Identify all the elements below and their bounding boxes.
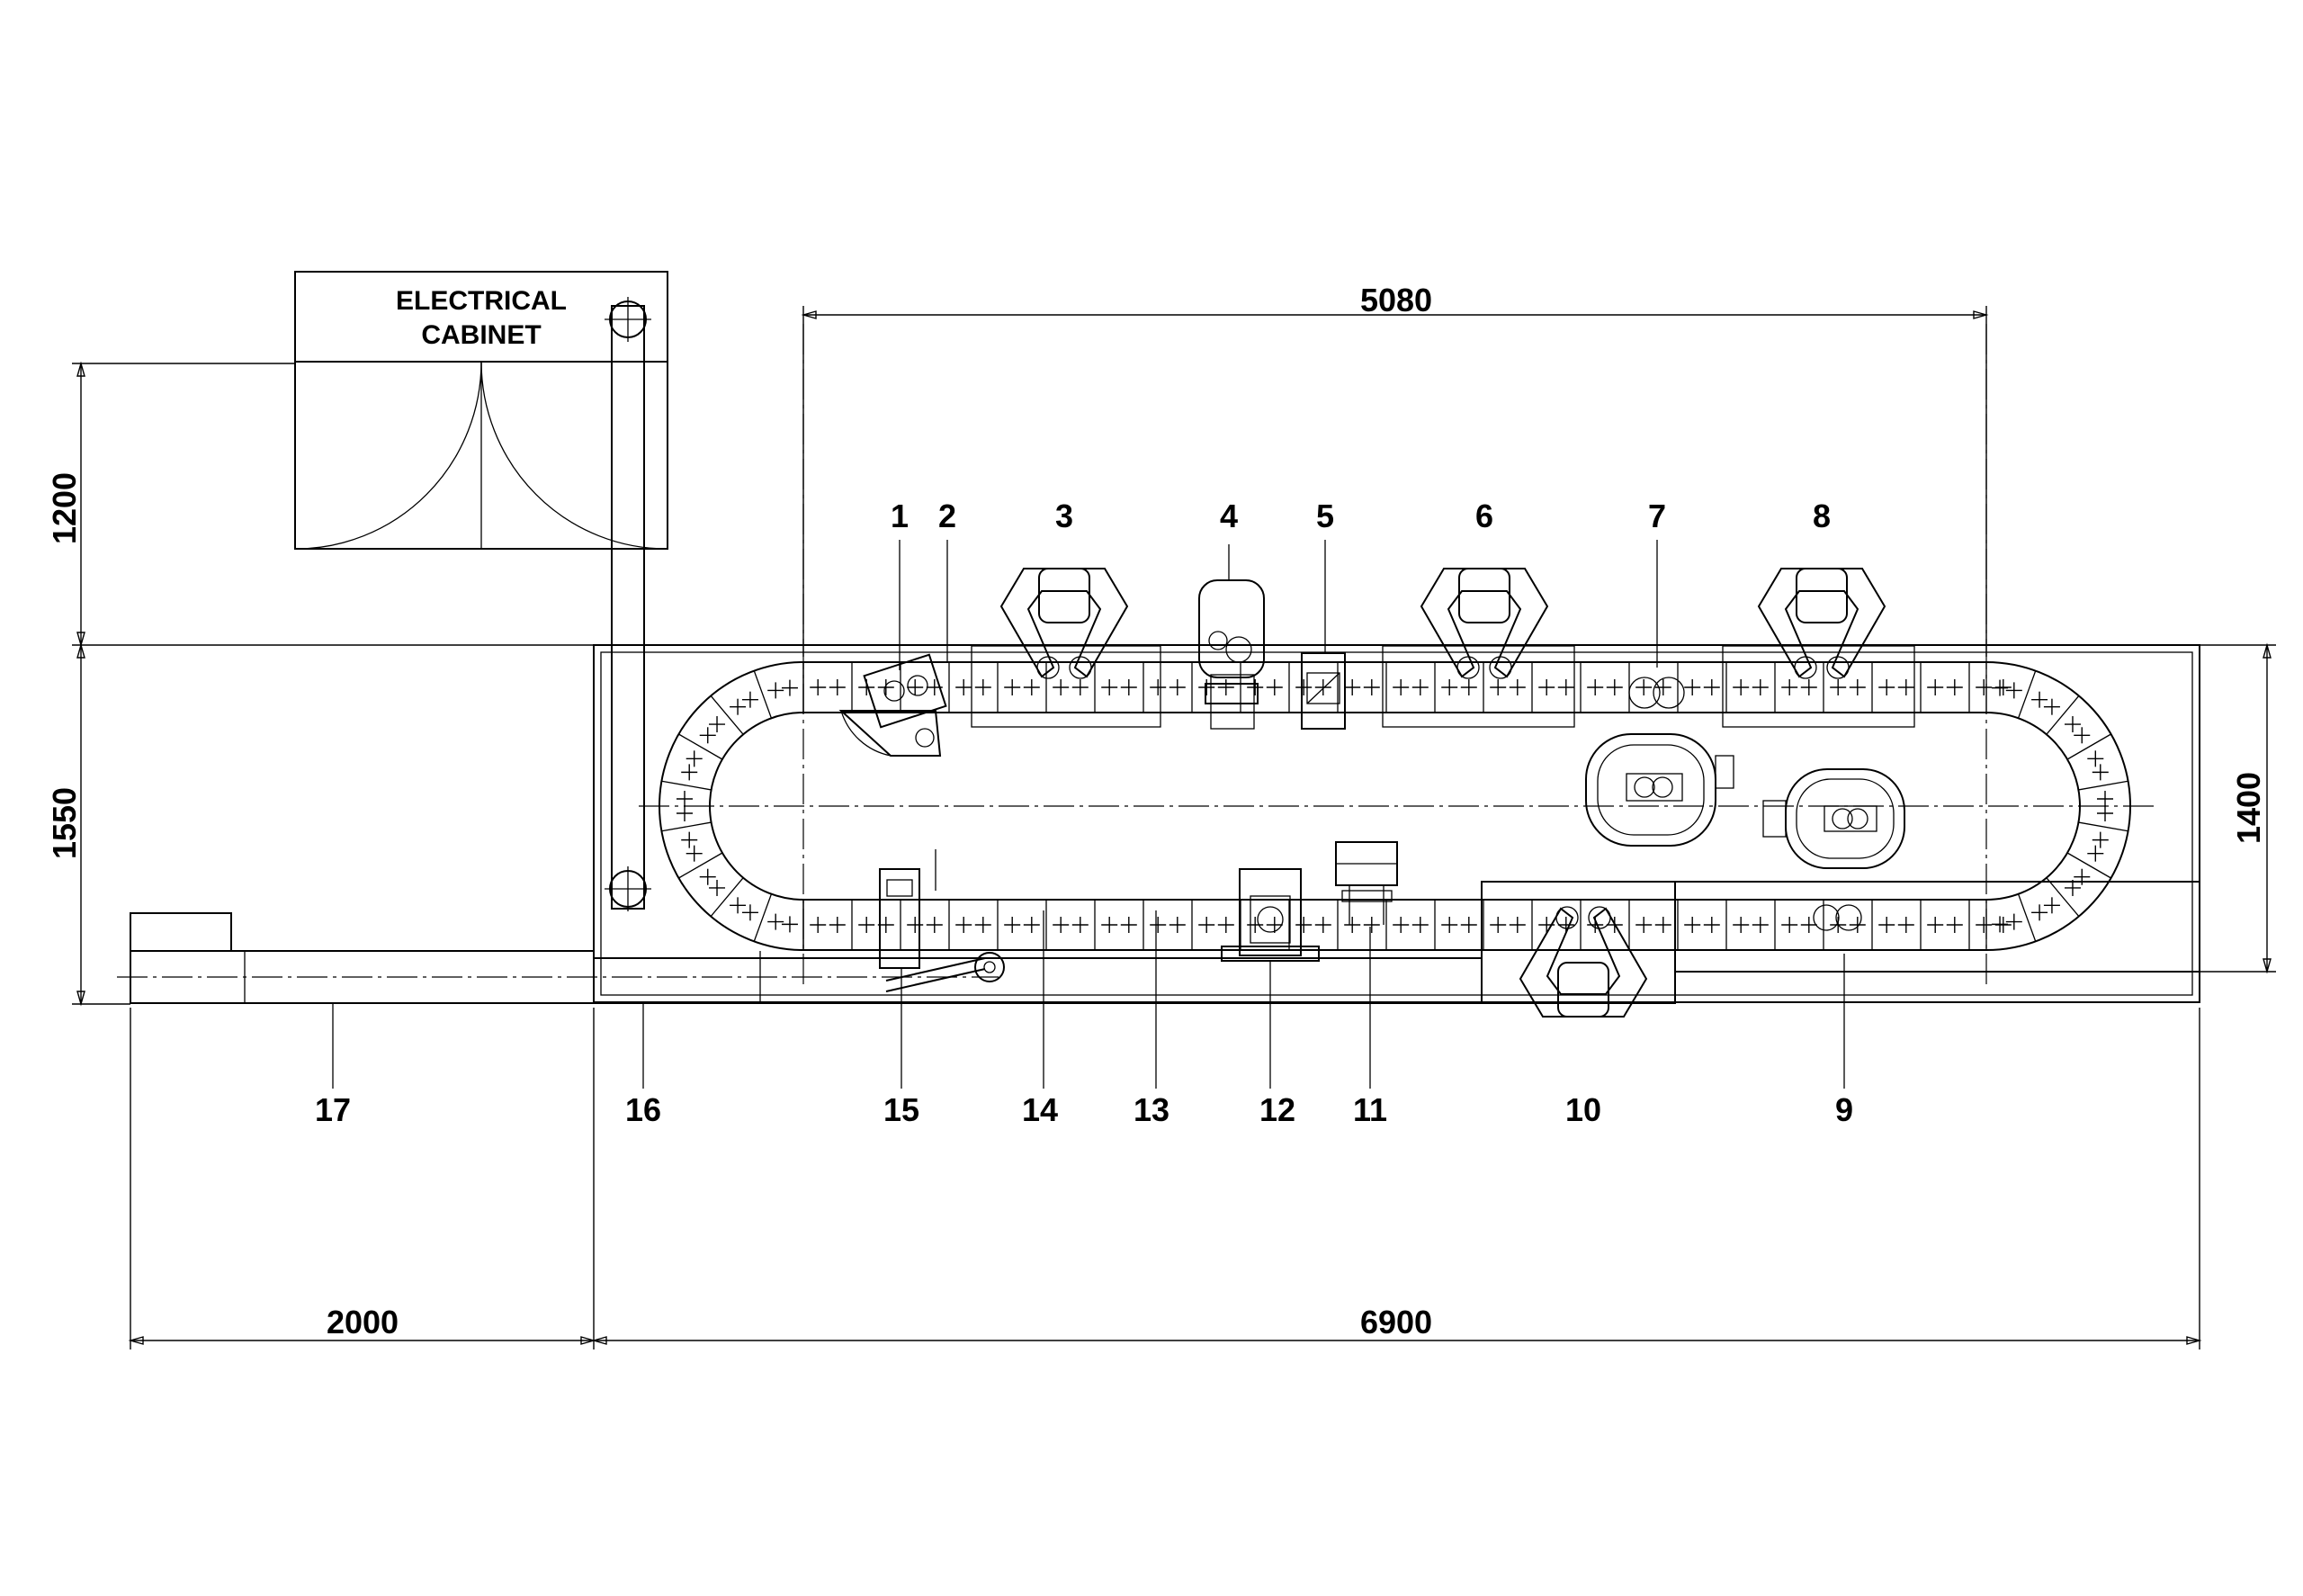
station-bay xyxy=(1382,645,1575,728)
station-16-label: 16 xyxy=(625,1091,661,1128)
operator-figure xyxy=(1757,568,1886,679)
station-6-label: 6 xyxy=(1475,498,1493,534)
station-8-label: 8 xyxy=(1813,498,1831,534)
station-12-label: 12 xyxy=(1259,1091,1295,1128)
station-4-unit xyxy=(1198,579,1265,730)
operator-figure xyxy=(1519,906,1648,1018)
station-9-label: 9 xyxy=(1835,1091,1853,1128)
carousel-track xyxy=(639,324,2159,990)
station-2-label: 2 xyxy=(938,498,956,534)
station-10-label: 10 xyxy=(1565,1091,1601,1128)
station-labels: 1 2 3 4 5 6 7 8 9 10 11 12 13 14 15 16 1… xyxy=(315,498,1853,1128)
station-14-label: 14 xyxy=(1022,1091,1058,1128)
station-1-feeder xyxy=(838,653,947,757)
station-5-label: 5 xyxy=(1316,498,1334,534)
station-11-label: 11 xyxy=(1353,1091,1387,1128)
cabinet-label-line2: CABINET xyxy=(421,320,541,350)
dimension-left-width: 2000 xyxy=(327,1304,399,1340)
dimension-left-height: 1550 xyxy=(46,787,83,859)
station-15-label: 15 xyxy=(883,1091,919,1128)
pallet-group xyxy=(661,662,2128,950)
operator-figure xyxy=(999,568,1129,679)
operator-group xyxy=(971,568,1915,1018)
dimension-lines xyxy=(72,306,2276,1349)
operator-figure xyxy=(1420,568,1549,679)
station-17-label: 17 xyxy=(315,1091,351,1128)
machine-frame xyxy=(593,644,2200,1004)
input-conveyor xyxy=(117,912,999,1004)
station-7-rotary xyxy=(1585,677,1734,847)
station-15-unloader xyxy=(879,849,1005,992)
cabinet-label-line1: ELECTRICAL xyxy=(396,286,567,316)
station-bay xyxy=(1722,645,1915,728)
station-1-label: 1 xyxy=(891,498,909,534)
station-12-unit xyxy=(1221,868,1320,962)
station-4-label: 4 xyxy=(1220,498,1238,534)
dimension-overall-length: 6900 xyxy=(1360,1304,1432,1340)
station-5-unit xyxy=(1301,652,1346,730)
station-3-label: 3 xyxy=(1055,498,1073,534)
cable-duct xyxy=(605,297,651,911)
electrical-cabinet: ELECTRICAL CABINET xyxy=(294,271,668,550)
station-9-rotary xyxy=(1762,768,1905,931)
station-bay xyxy=(971,645,1161,728)
dimension-right-height: 1400 xyxy=(2230,772,2267,844)
dimension-cabinet-height: 1200 xyxy=(46,472,83,544)
station-13-label: 13 xyxy=(1134,1091,1169,1128)
station-7-label: 7 xyxy=(1648,498,1666,534)
dimension-top-length: 5080 xyxy=(1360,282,1432,318)
station-11-unit xyxy=(1335,841,1398,925)
